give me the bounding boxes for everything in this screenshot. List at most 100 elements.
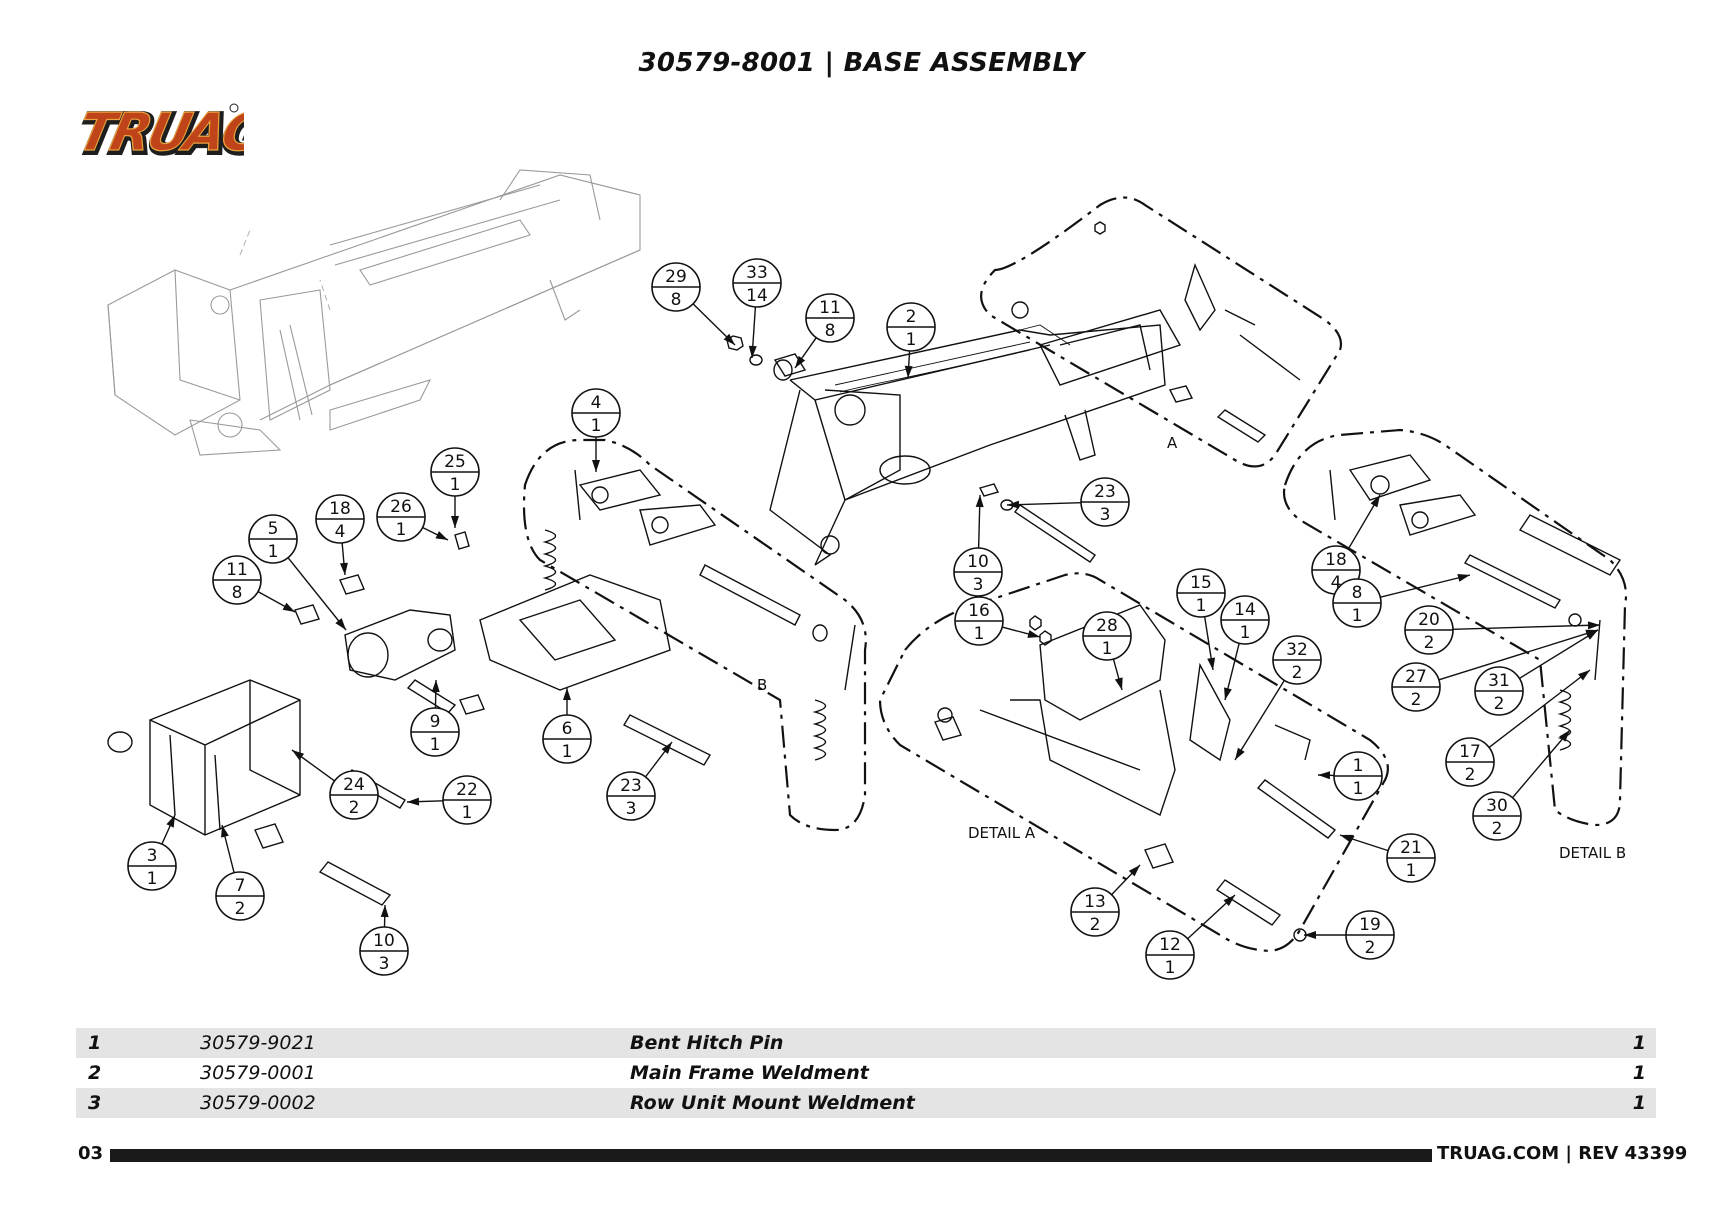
balloon-item-number: 21 [1400, 838, 1422, 858]
balloon-qty: 2 [1292, 663, 1303, 683]
balloon-arrowhead [661, 742, 672, 754]
balloon-arrowhead [451, 516, 459, 528]
pivot-weldment [294, 531, 485, 809]
balloon-arrowhead [1114, 677, 1123, 690]
balloon-qty: 8 [825, 321, 836, 341]
part-description: Bent Hitch Pin [618, 1028, 1546, 1058]
balloon-arrowhead [1007, 500, 1020, 509]
balloon-item-32: 322 [1234, 635, 1322, 761]
part-number: 30579-0001 [200, 1062, 316, 1084]
balloon-qty: 8 [671, 290, 682, 310]
balloon-arrowhead [748, 345, 757, 358]
balloon-arrowhead [1304, 931, 1316, 939]
detail-b-caption: DETAIL B [1559, 844, 1626, 862]
balloon-item-number: 12 [1159, 935, 1181, 955]
balloon-arrowhead [1224, 687, 1232, 700]
row-unit-mount-weldment [107, 679, 392, 906]
balloon-item-number: 25 [444, 452, 466, 472]
balloon-item-11: 118 [794, 293, 855, 369]
balloon-item-31: 312 [1474, 629, 1599, 716]
balloon-item-number: 22 [456, 780, 478, 800]
balloon-item-number: 28 [1096, 616, 1118, 636]
balloon-arrowhead [1559, 730, 1570, 742]
balloon-arrowhead [1585, 630, 1598, 640]
balloon-qty: 3 [626, 799, 637, 819]
balloon-item-number: 27 [1405, 667, 1427, 687]
balloon-item-number: 18 [329, 499, 351, 519]
balloon-arrowhead [1318, 771, 1331, 780]
balloon-qty: 14 [746, 286, 768, 306]
part-number: 30579-0002 [188, 1088, 618, 1118]
balloon-leader [1511, 729, 1571, 799]
detail-a-marker: A [1167, 434, 1178, 452]
balloon-qty: 3 [379, 954, 390, 974]
balloon-item-29: 298 [651, 262, 736, 346]
balloon-qty: 1 [396, 520, 407, 540]
balloon-leader [1234, 680, 1285, 761]
detail-b-marker: B [757, 676, 767, 694]
balloon-item-number: 10 [967, 552, 989, 572]
balloon-item-18: 184 [1311, 494, 1381, 595]
balloon-leader [1488, 669, 1591, 748]
balloon-item-30: 302 [1472, 729, 1571, 841]
balloon-item-16: 161 [954, 596, 1041, 646]
balloon-arrowhead [904, 365, 913, 378]
balloon-item-number: 10 [373, 931, 395, 951]
balloon-item-number: 8 [1352, 583, 1363, 603]
balloon-leader [1519, 629, 1599, 680]
balloon-arrowhead [221, 825, 229, 838]
balloon-item-number: 13 [1084, 892, 1106, 912]
balloon-item-number: 19 [1359, 915, 1381, 935]
part-description: Row Unit Mount Weldment [618, 1088, 1546, 1118]
balloon-item-number: 18 [1325, 550, 1347, 570]
part-number: 30579-9021 [188, 1028, 618, 1058]
balloon-arrowhead [282, 602, 295, 612]
balloon-arrowhead [1235, 747, 1245, 760]
balloon-qty: 1 [906, 330, 917, 350]
balloon-arrowhead [1578, 670, 1590, 681]
balloon-qty: 4 [335, 522, 346, 542]
balloon-leader [1006, 502, 1082, 506]
balloon-item-number: 16 [968, 601, 990, 621]
parts-row: 3 30579-0002 Row Unit Mount Weldment 1 [76, 1088, 1656, 1118]
balloon-item-19: 192 [1304, 910, 1395, 960]
balloon-qty: 4 [1331, 573, 1342, 593]
balloon-item-number: 31 [1488, 671, 1510, 691]
balloon-arrowhead [1370, 495, 1380, 508]
balloon-arrowhead [1027, 630, 1040, 638]
balloon-item-number: 23 [620, 776, 642, 796]
balloon-arrowhead [1587, 621, 1600, 630]
balloon-item-number: 14 [1234, 600, 1256, 620]
balloon-arrowhead [975, 495, 984, 508]
footer-site-rev: TRUAG.COM | REV 43399 [1437, 1143, 1688, 1164]
balloon-item-number: 9 [430, 712, 441, 732]
balloon-qty: 1 [562, 742, 573, 762]
balloon-qty: 1 [974, 624, 985, 644]
part-qty: 1 [1545, 1028, 1656, 1058]
balloon-qty: 2 [349, 798, 360, 818]
balloon-qty: 2 [1492, 819, 1503, 839]
balloon-item-number: 7 [235, 876, 246, 896]
balloon-qty: 1 [147, 869, 158, 889]
balloon-qty: 1 [1240, 623, 1251, 643]
balloon-item-number: 30 [1486, 796, 1508, 816]
detail-a-caption: DETAIL A [968, 824, 1036, 842]
part-qty: 1 [1545, 1088, 1656, 1118]
balloon-item-number: 11 [226, 560, 248, 580]
balloon-qty: 1 [591, 416, 602, 436]
balloon-qty: 2 [1411, 690, 1422, 710]
balloon-item-number: 33 [746, 263, 768, 283]
balloon-item-17: 172 [1445, 669, 1591, 787]
balloon-item-number: 32 [1286, 640, 1308, 660]
balloon-qty: 1 [1102, 639, 1113, 659]
balloon-item-26: 261 [376, 492, 449, 542]
part-description: Main Frame Weldment [630, 1062, 869, 1084]
bracket-weldment [479, 574, 711, 766]
balloon-qty: 1 [1352, 606, 1363, 626]
balloon-qty: 2 [1494, 694, 1505, 714]
balloon-arrowhead [431, 680, 440, 693]
balloon-leader [287, 557, 347, 631]
balloon-arrowhead [563, 688, 571, 700]
balloon-item-20: 202 [1404, 605, 1601, 655]
